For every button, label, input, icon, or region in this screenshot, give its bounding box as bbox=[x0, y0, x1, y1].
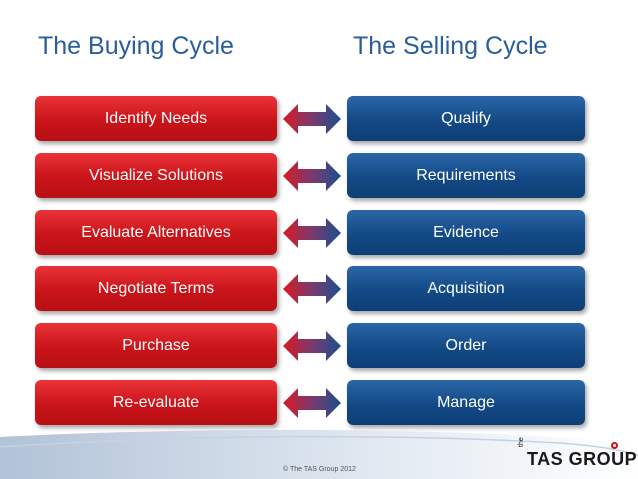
footer-swoosh bbox=[0, 429, 638, 479]
double-headed-arrow-icon bbox=[283, 273, 341, 305]
double-headed-arrow-icon bbox=[283, 330, 341, 362]
selling-step-evidence: Evidence bbox=[347, 210, 585, 255]
selling-step-order: Order bbox=[347, 323, 585, 368]
double-headed-arrow-icon bbox=[283, 160, 341, 192]
logo-text: TAS GROUP bbox=[527, 449, 638, 469]
selling-step-qualify: Qualify bbox=[347, 96, 585, 141]
buying-step-negotiate-terms: Negotiate Terms bbox=[35, 266, 277, 311]
buying-step-identify-needs: Identify Needs bbox=[35, 96, 277, 141]
copyright-text: © The TAS Group 2012 bbox=[283, 466, 356, 473]
selling-step-manage: Manage bbox=[347, 380, 585, 425]
double-headed-arrow-icon bbox=[283, 387, 341, 419]
selling-step-requirements: Requirements bbox=[347, 153, 585, 198]
buying-step-evaluate-alternatives: Evaluate Alternatives bbox=[35, 210, 277, 255]
buying-step-visualize-solutions: Visualize Solutions bbox=[35, 153, 277, 198]
logo-the-text: the bbox=[518, 437, 525, 447]
tas-group-logo: the TAS GROUP bbox=[518, 437, 637, 470]
buying-cycle-title: The Buying Cycle bbox=[38, 32, 234, 60]
buying-step-purchase: Purchase bbox=[35, 323, 277, 368]
selling-cycle-title: The Selling Cycle bbox=[353, 32, 548, 60]
double-headed-arrow-icon bbox=[283, 103, 341, 135]
double-headed-arrow-icon bbox=[283, 217, 341, 249]
buying-step-re-evaluate: Re-evaluate bbox=[35, 380, 277, 425]
selling-step-acquisition: Acquisition bbox=[347, 266, 585, 311]
logo-dot-icon bbox=[611, 442, 618, 449]
